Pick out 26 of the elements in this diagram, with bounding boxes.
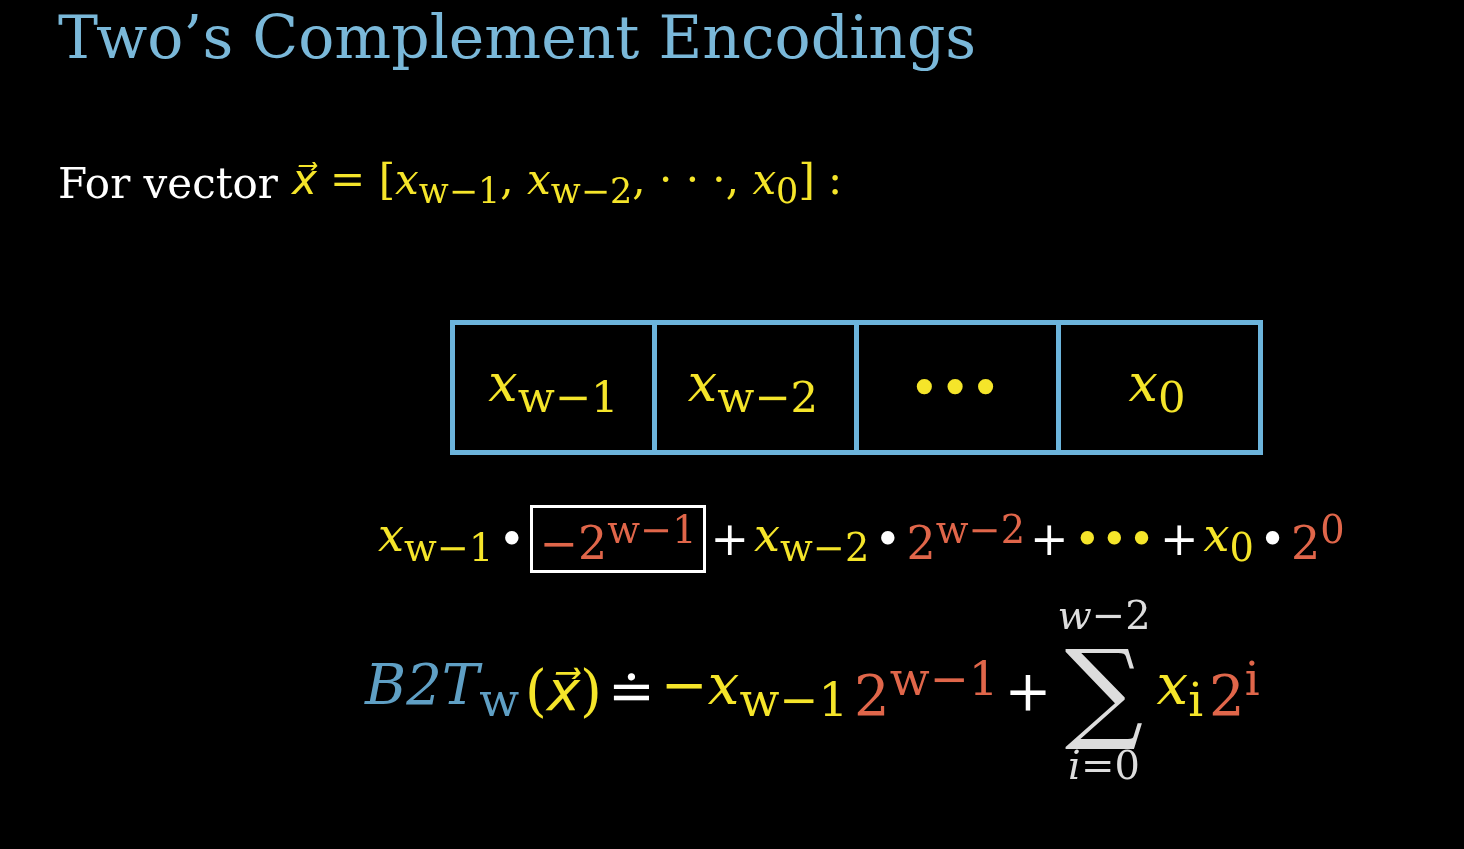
math-term: 2$^{0}$ (1291, 507, 1345, 571)
math-term: B2T$_{w}$ (365, 652, 520, 728)
math-term: x$_{0}$ (1203, 508, 1254, 571)
math-term: −x$_{w−1}$ (660, 652, 849, 728)
math-term: 2$^{w−1}$ (854, 652, 999, 728)
highlight-box: −2$^{w−1}$ (530, 505, 706, 574)
math-term: • (1258, 512, 1287, 567)
math-term: + (710, 512, 750, 567)
math-term: ≐ (607, 657, 655, 723)
math-expression: x⃗ = [x$_{w−1}$, x$_{w−2}$, · · ·, x$_{0}$] : (291, 155, 843, 212)
math-term: (x⃗) (525, 657, 602, 723)
sum-upper-limit: w−2 (1057, 595, 1151, 635)
math-term: + (1030, 512, 1069, 567)
vector-cell: x$_{w−1}$ (450, 320, 657, 455)
math-term: x$_{i}$ (1156, 652, 1204, 728)
math-term: 2$^{w−2}$ (906, 507, 1026, 571)
math-term: + (1004, 657, 1052, 723)
math-term: x$_{w−1}$ (378, 508, 494, 571)
slide-title: Two’s Complement Encodings (58, 2, 977, 72)
math-term: + (1160, 512, 1199, 567)
math-term: • (874, 512, 902, 567)
math-term: 2$^{i}$ (1209, 652, 1260, 728)
math-term: • (498, 512, 526, 567)
math-term: ••• (1073, 512, 1156, 567)
intro-text: For vector (58, 158, 278, 208)
math-term: x$_{w−2}$ (754, 508, 870, 571)
